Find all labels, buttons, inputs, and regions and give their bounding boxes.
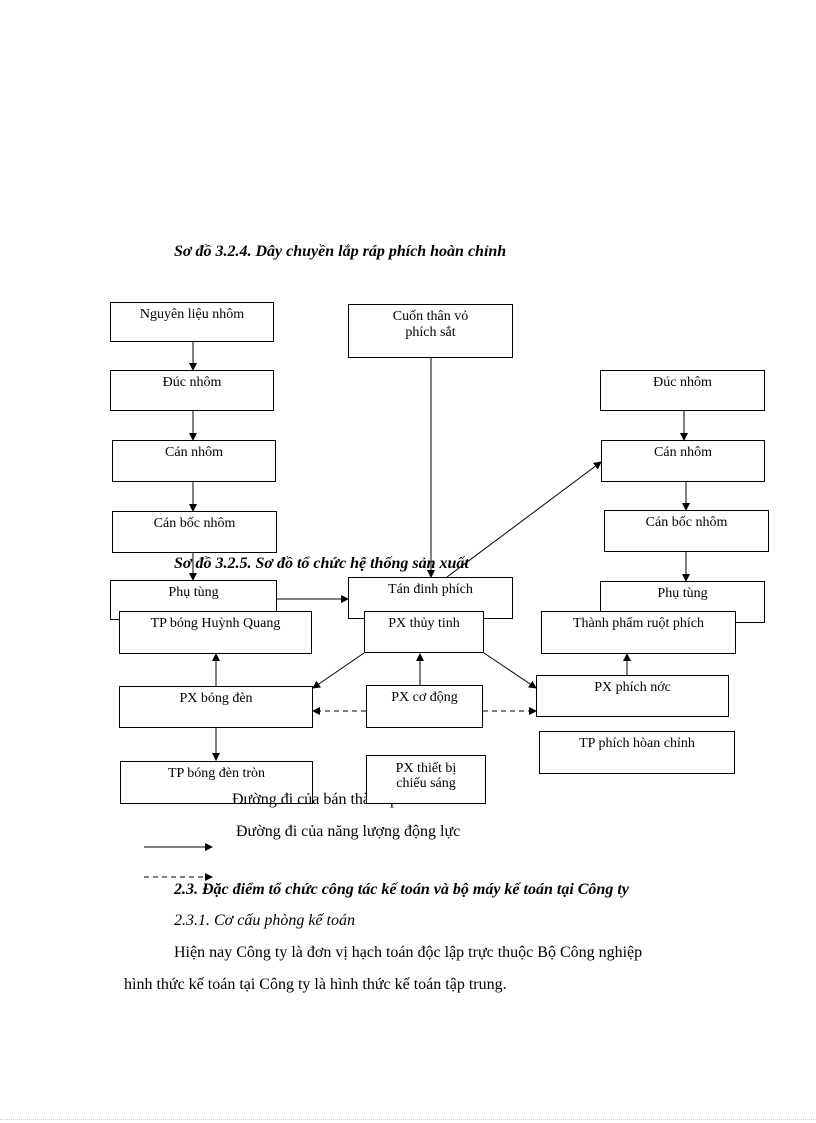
box-nguyen-lieu-nhom: Nguyên liệu nhôm [110,302,274,342]
box-px-thiet-bi-line1: PX thiết bị [395,761,457,776]
arrow-tandinh-to-can-right [446,461,602,578]
page-bottom-divider [0,1119,816,1120]
box-can-nhom-right: Cán nhôm [601,440,765,482]
box-px-thiet-bi-line2: chiếu sáng [396,776,456,791]
diagram-2-caption: Sơ đồ 3.2.5. Sơ đồ tổ chức hệ thống sản … [174,555,469,572]
box-cuon-than-vo: Cuốn thân vỏ phích sắt [348,304,513,358]
box-px-thiet-bi-chieu-sang: PX thiết bị chiếu sáng [366,755,486,804]
box-px-phich-nuoc: PX phích nớc [536,675,729,717]
arrow-thuytinh-to-phich [483,652,537,689]
box-tp-bong-den-tron: TP bóng đèn tròn [120,761,313,804]
box-can-boc-nhom-left: Cán bốc nhôm [112,511,277,553]
diagram-1-caption: Sơ đồ 3.2.4. Dây chuyền lắp ráp phích ho… [174,243,507,260]
box-can-boc-nhom-right: Cán bốc nhôm [604,510,769,552]
section-heading: 2.3. Đặc điểm tổ chức công tác kế toán v… [174,881,629,898]
box-px-thuy-tinh: PX thủy tinh [364,611,484,653]
box-cuon-than-vo-line1: Cuốn thân vỏ [392,309,469,324]
box-thanh-pham-ruot-phich: Thành phẩm ruột phích [541,611,736,654]
box-duc-nhom-left: Đúc nhôm [110,370,274,411]
arrow-thuytinh-to-pxbong [312,652,365,689]
section-subheading: 2.3.1. Cơ cấu phòng kế toán [174,912,355,929]
box-tp-phich-hoan-chinh: TP phích hòan chỉnh [539,731,735,774]
box-duc-nhom-right: Đúc nhôm [600,370,765,411]
box-px-co-dong: PX cơ động [366,685,483,728]
box-tp-bong-huynh-quang: TP bóng Huỳnh Quang [119,611,312,654]
paragraph-line-1: Hiện nay Công ty là đơn vị hạch toán độc… [174,944,643,961]
legend-dashed-label: Đường đi của năng lượng động lực [236,823,461,840]
box-can-nhom-left: Cán nhôm [112,440,276,482]
paragraph-line-2: hình thức kế toán tại Công ty là hình th… [124,976,507,993]
box-px-bong-den: PX bóng đèn [119,686,313,728]
box-cuon-than-vo-line2: phích sắt [405,325,456,340]
